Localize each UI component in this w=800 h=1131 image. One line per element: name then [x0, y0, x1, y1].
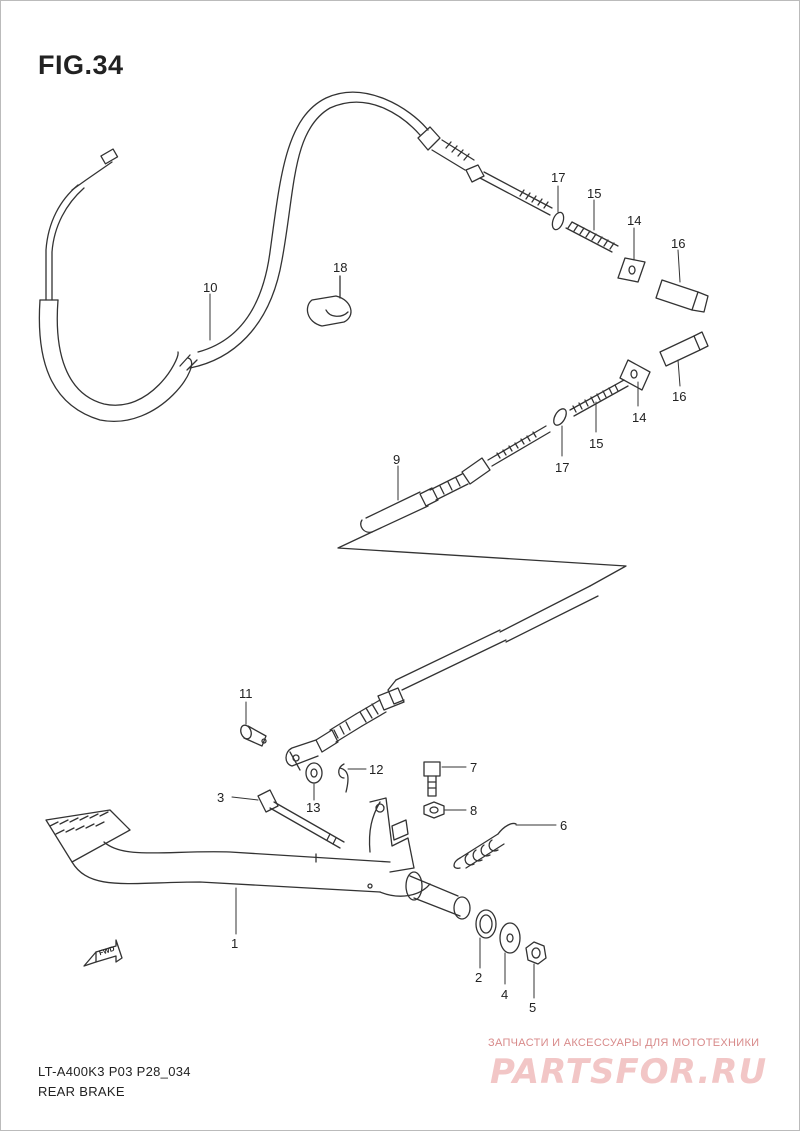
callout-1: 1: [231, 936, 239, 951]
bolt-7: [423, 761, 441, 797]
callout-16-upper: 16: [671, 236, 686, 251]
e-ring-2: [475, 909, 497, 939]
leader-lines: [209, 185, 681, 999]
clevis-pin-11: [240, 724, 267, 747]
rear-brake-cable-lower: [360, 331, 709, 533]
figure-title: FIG.34: [38, 50, 124, 80]
callout-6: 6: [560, 818, 568, 833]
callout-9: 9: [393, 452, 401, 467]
callout-15-upper: 15: [587, 186, 602, 201]
callout-4: 4: [501, 987, 509, 1002]
rear-brake-cable-upper: [38, 91, 553, 423]
footer-section-name: REAR BRAKE: [38, 1084, 125, 1099]
fwd-arrow-icon: [83, 939, 123, 967]
callout-17-upper: 17: [551, 170, 566, 185]
nut-16-upper: [655, 279, 709, 313]
washer-13: [305, 762, 323, 784]
spring-15-upper: [565, 221, 619, 253]
washer-17-upper: [551, 211, 565, 231]
callout-15-lower: 15: [589, 436, 604, 451]
callout-10: 10: [203, 280, 218, 295]
callout-13: 13: [306, 800, 321, 815]
cable-break-line: [337, 531, 627, 587]
pivot-bolt-3: [257, 789, 345, 849]
callout-14-upper: 14: [627, 213, 642, 228]
callout-17-lower: 17: [555, 460, 570, 475]
washer-4: [499, 922, 521, 954]
callout-2: 2: [475, 970, 483, 985]
rear-brake-cable-lower-end: [285, 585, 599, 771]
footer-model-code: LT-A400K3 P03 P28_034: [38, 1064, 191, 1079]
return-spring-6: [453, 822, 517, 869]
callout-14-lower: 14: [632, 410, 647, 425]
callout-12: 12: [369, 762, 384, 777]
callout-8: 8: [470, 803, 478, 818]
callout-11: 11: [239, 686, 253, 701]
watermark-tagline: ЗАПЧАСТИ И АКСЕССУАРЫ ДЛЯ МОТОТЕХНИКИ: [488, 1037, 760, 1049]
watermark-logo: PARTSFOR.RU: [490, 1052, 768, 1092]
nut-5: [525, 941, 547, 965]
nut-8: [423, 801, 445, 819]
callout-16-lower: 16: [672, 389, 687, 404]
clamp-18: [306, 275, 352, 327]
callout-5: 5: [529, 1000, 537, 1015]
brake-pedal-1: [45, 797, 471, 920]
callout-7: 7: [470, 760, 478, 775]
cotter-pin-12: [338, 763, 349, 793]
callout-18: 18: [333, 260, 348, 275]
callout-3: 3: [217, 790, 225, 805]
joint-14-upper: [617, 257, 646, 283]
